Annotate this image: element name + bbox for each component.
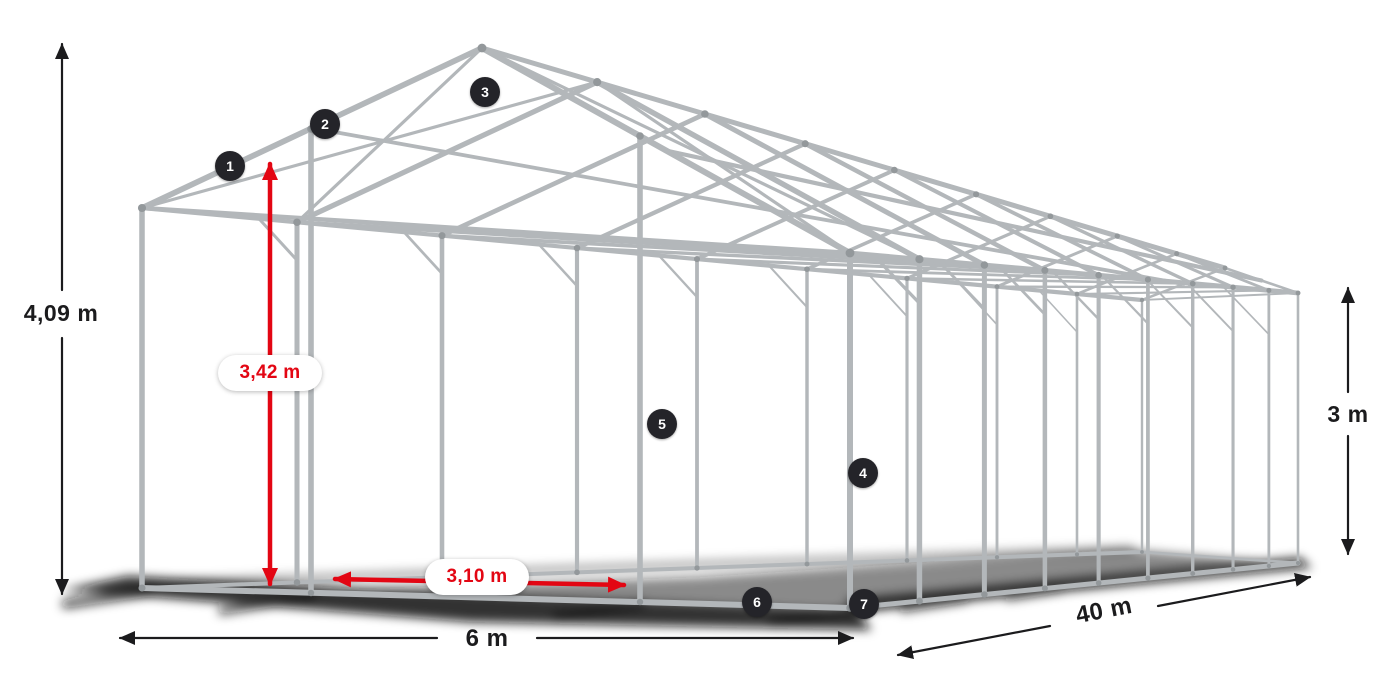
dim-width: 6 m — [465, 625, 509, 652]
marker-5: 5 — [647, 409, 677, 439]
dim-inner-width: 3,10 m — [425, 559, 529, 595]
marker-2: 2 — [310, 109, 340, 139]
marker-1: 1 — [215, 151, 245, 181]
marker-3: 3 — [470, 77, 500, 107]
marker-6: 6 — [742, 587, 772, 617]
dim-length: 40 m — [1073, 591, 1135, 630]
frame-tubes — [139, 45, 1301, 611]
dim-inner-height: 3,42 m — [218, 355, 322, 391]
marker-4: 4 — [848, 458, 878, 488]
frame-connectors — [137, 43, 1301, 612]
dim-total-height: 4,09 m — [23, 300, 99, 326]
dim-side-height: 3 m — [1327, 401, 1369, 427]
marker-7: 7 — [849, 589, 879, 619]
